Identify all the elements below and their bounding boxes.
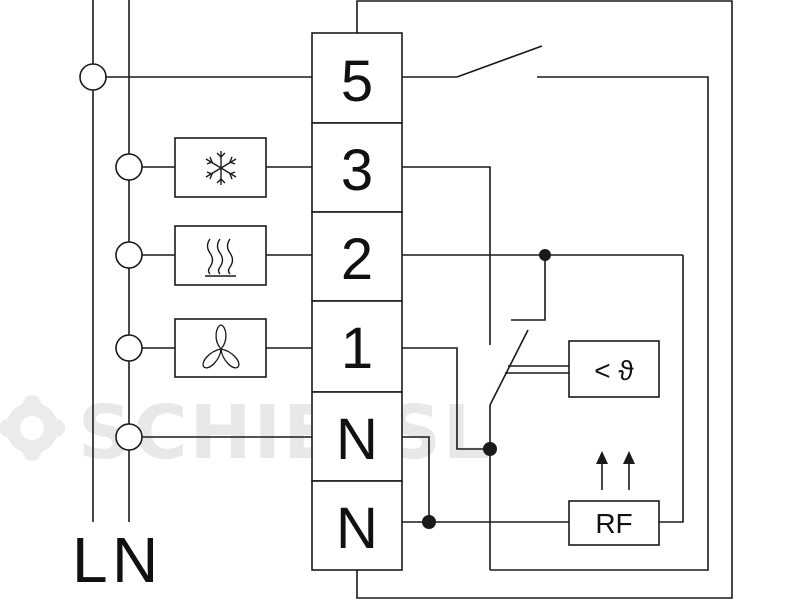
terminal-label-n2: N: [336, 496, 378, 561]
fan-icon: [202, 324, 240, 369]
watermark-logo-icon: [0, 395, 65, 461]
heating-icon: [205, 238, 236, 277]
changeover-contact: [489, 329, 529, 406]
snowflake-icon: [205, 151, 237, 185]
wire-2-down: [511, 255, 546, 321]
terminal-label-1: 1: [341, 316, 373, 381]
terminal-box-3: [311, 122, 403, 213]
neutral-node-fan: [115, 334, 143, 362]
temperature-sensor: [568, 340, 660, 398]
rf-signal-arrows-icon: [596, 451, 635, 490]
neutral-node-heating: [115, 241, 143, 269]
temperature-sensor-label: < ϑ: [594, 355, 634, 386]
terminal-box-1: [311, 300, 403, 393]
terminal-label-3: 3: [341, 138, 373, 203]
terminal-box-n2: [311, 480, 403, 571]
neutral-node-n: [115, 423, 143, 451]
rf-module-label: RF: [595, 508, 632, 539]
heating-load: [174, 225, 267, 286]
live-rail-node: [79, 63, 107, 91]
output-switch-contact: [456, 45, 543, 78]
terminal-label-n1: N: [336, 407, 378, 472]
rf-module: [568, 500, 660, 546]
enclosure-outline: [356, 0, 733, 599]
watermark: SCHIESSL: [0, 390, 492, 476]
watermark-text: SCHIESSL: [78, 390, 492, 476]
terminal-box-2: [311, 211, 403, 302]
neutral-rail-label: N: [112, 524, 158, 596]
junction-terminal-2: [539, 249, 551, 261]
terminal-label-2: 2: [341, 227, 373, 292]
live-rail-label: L: [72, 524, 108, 596]
wire-3-to-contact: [402, 166, 491, 345]
wire-1-to-contact: [402, 347, 490, 450]
terminal-label-5: 5: [341, 49, 373, 114]
neutral-node-cooling: [115, 153, 143, 181]
wire-2-to-rf: [659, 255, 684, 523]
junction-neutral: [422, 515, 436, 529]
wire-n-bridge: [402, 436, 430, 522]
junction-contact: [483, 442, 497, 456]
terminal-box-n1: [311, 391, 403, 482]
wire-switch-to-right: [490, 76, 709, 571]
terminal-block: 5 3 2 1 N N: [311, 32, 403, 571]
